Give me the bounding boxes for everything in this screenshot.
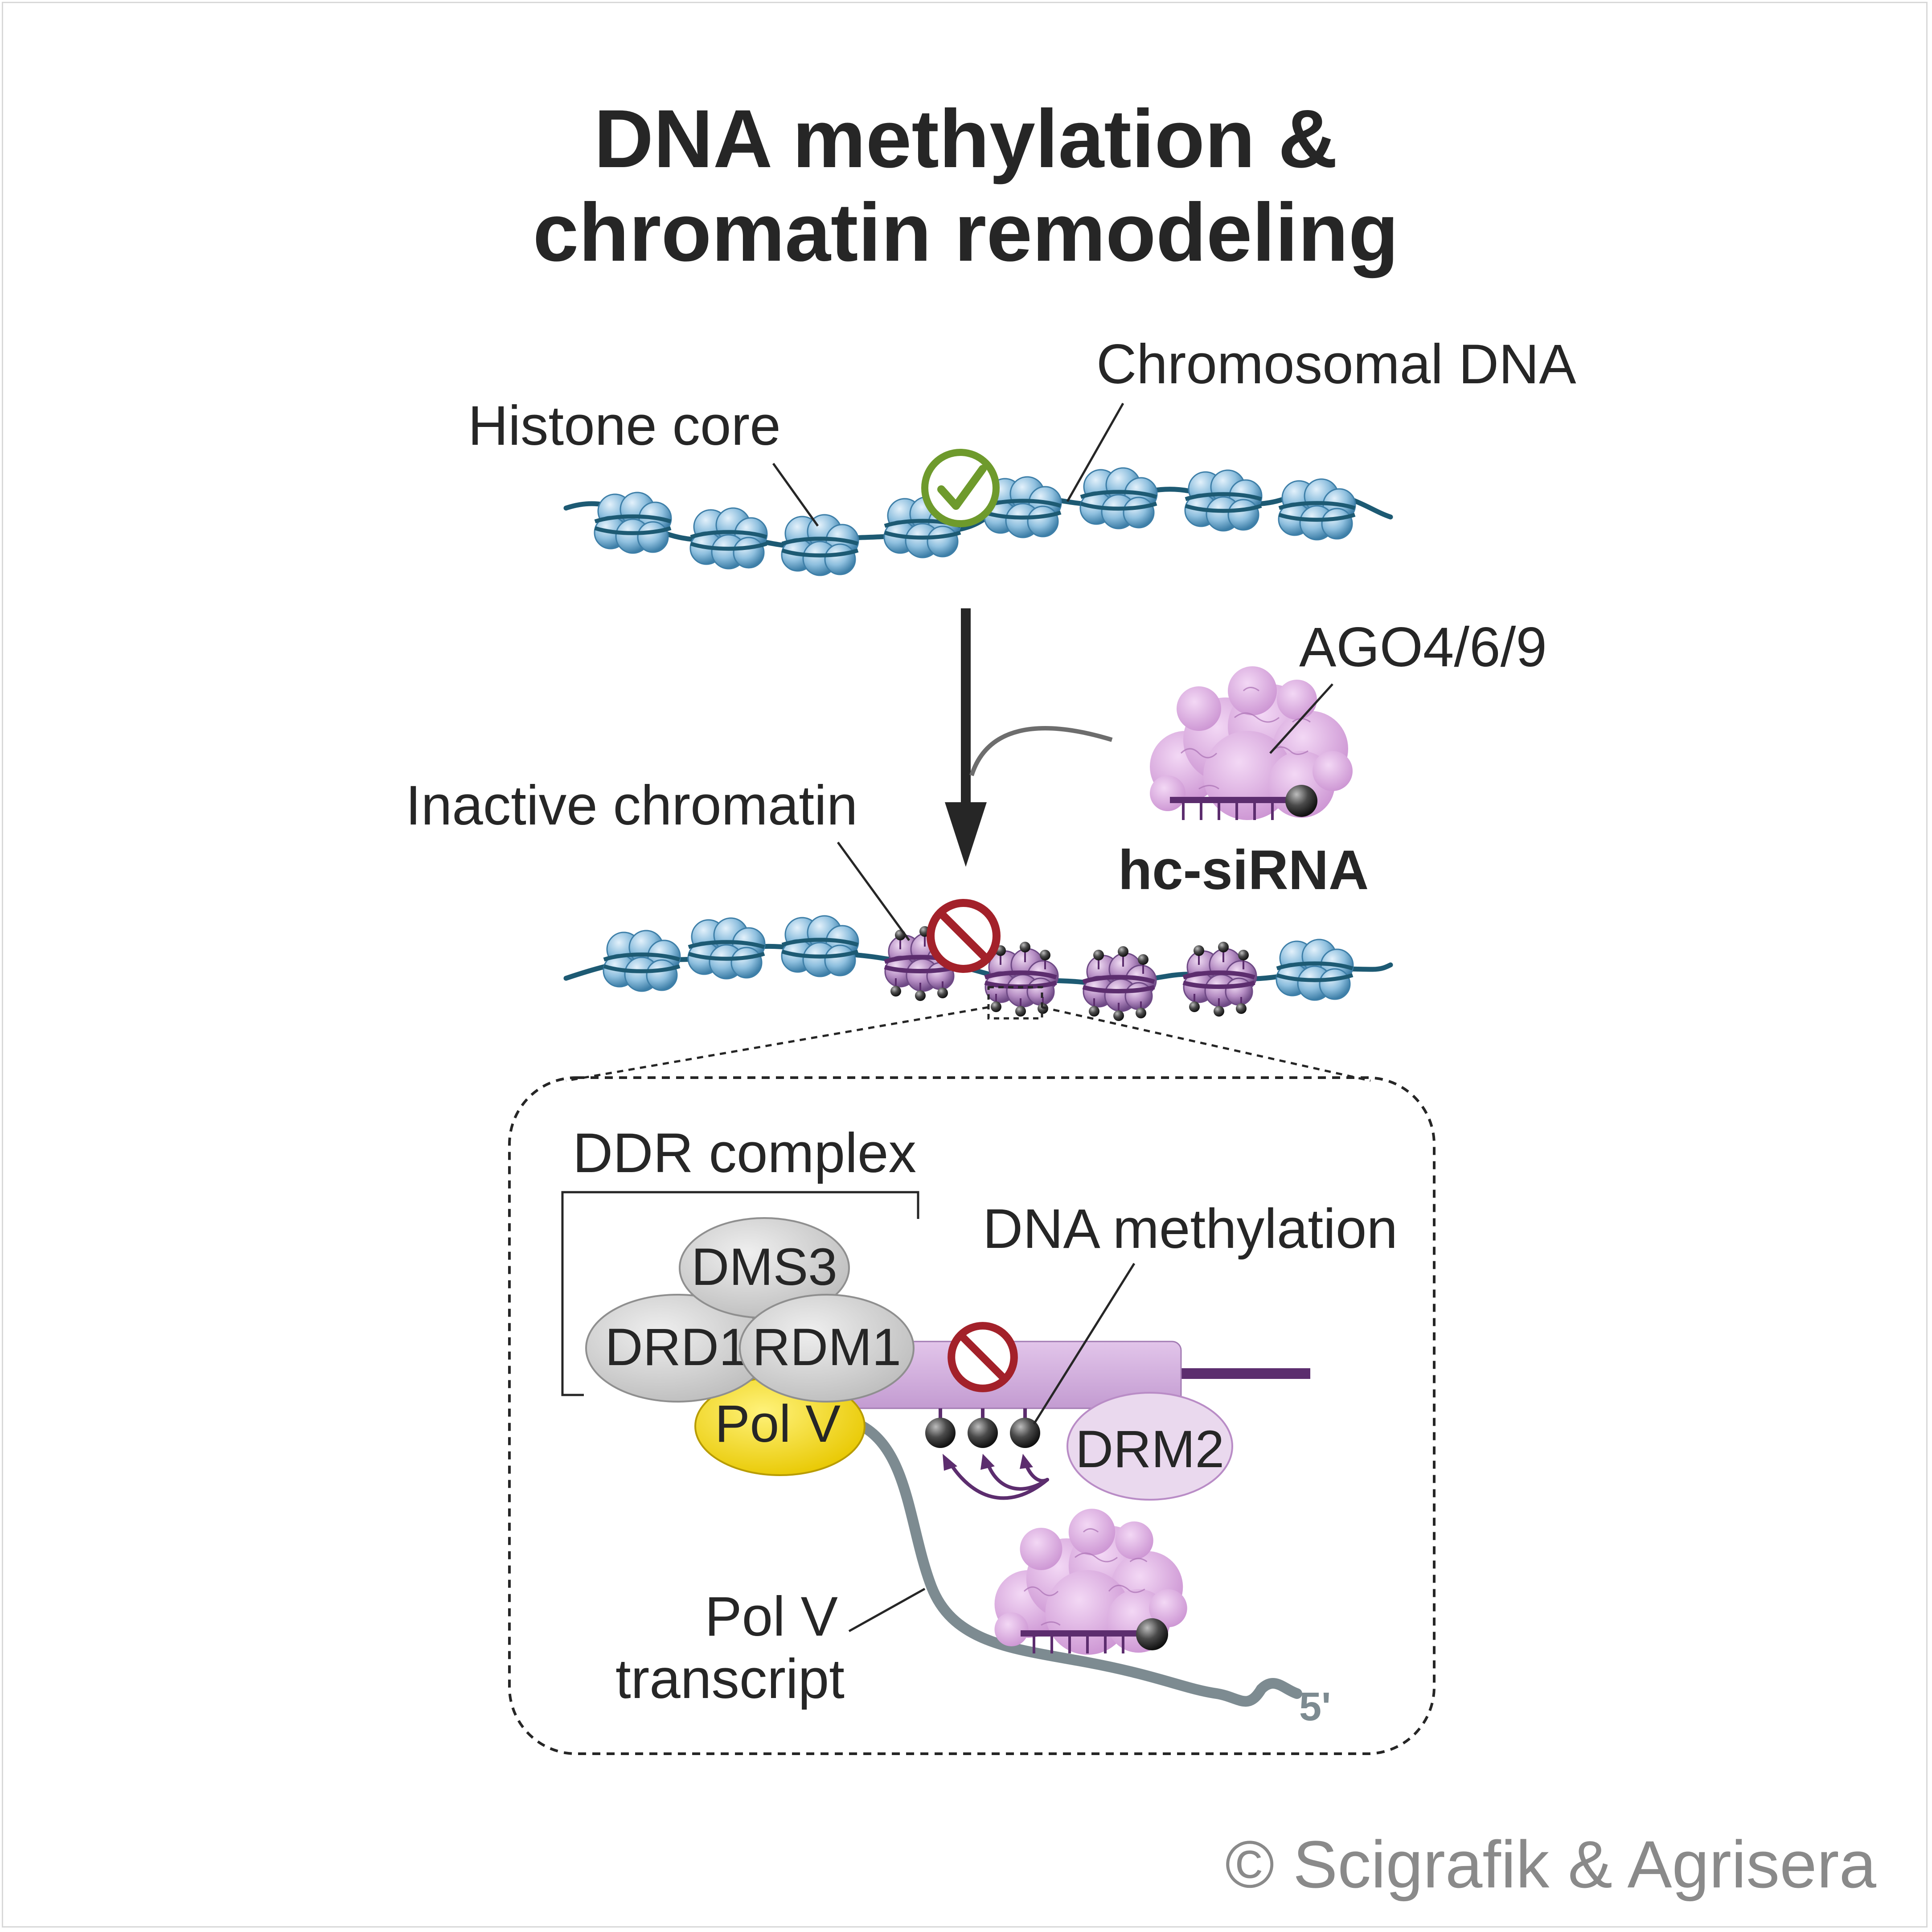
- zoom-line-right: [1042, 1006, 1371, 1082]
- ago-joining-line: [969, 726, 1113, 776]
- rdm1-protein: RDM1: [739, 1294, 915, 1403]
- nucleosome: [782, 916, 858, 976]
- nucleosome: [688, 918, 765, 979]
- dna-methylation-label: DNA methylation: [983, 1198, 1398, 1260]
- drm2-protein: DRM2: [1066, 1392, 1233, 1501]
- zoom-selection-box: [987, 986, 1043, 1020]
- methylated-nucleosome: [1183, 942, 1256, 1017]
- nucleosome: [782, 515, 858, 575]
- methylation-arrows: [948, 1460, 1049, 1500]
- nucleosome: [603, 931, 680, 991]
- ddr-complex-bracket: [561, 1191, 919, 1396]
- chromosomal-dna-label: Chromosomal DNA: [1096, 333, 1576, 395]
- rdm1-label: RDM1: [752, 1318, 901, 1377]
- histone-core-leader: [772, 463, 819, 527]
- ago-label: AGO4/6/9: [1299, 616, 1547, 678]
- chromosomal-dna-leader: [1066, 402, 1124, 502]
- dna-methylation-leader: [1033, 1263, 1136, 1425]
- prohibited-icon: [931, 903, 997, 969]
- methyl-group-icon: [925, 1408, 1040, 1448]
- ddr-complex-label: DDR complex: [573, 1122, 916, 1184]
- nucleosome: [595, 492, 671, 553]
- prohibited-icon: [952, 1326, 1014, 1389]
- title-line2: chromatin remodeling: [533, 187, 1399, 279]
- methylated-nucleosome: [1083, 946, 1156, 1021]
- title-line1: DNA methylation &: [594, 93, 1338, 185]
- active-chromatin-strand: [563, 468, 1393, 575]
- inactive-chromatin-strand: [563, 916, 1393, 1021]
- inactive-chromatin-label: Inactive chromatin: [406, 775, 857, 837]
- checkmark-icon: [921, 449, 1000, 527]
- pol-v-transcript-label-line2: transcript: [615, 1648, 845, 1710]
- pol-v-label: Pol V: [715, 1395, 841, 1453]
- dms3-label: DMS3: [691, 1238, 837, 1296]
- dms3-protein: DMS3: [679, 1217, 850, 1319]
- nucleosome: [1276, 939, 1353, 1000]
- hc-sirna-label: hc-siRNA: [1118, 839, 1369, 901]
- ago-leader: [1269, 683, 1333, 754]
- pol-v-transcript-label-line1: Pol V: [705, 1586, 838, 1648]
- histone-core-label: Histone core: [468, 395, 781, 457]
- copyright-credit: © Scigrafik & Agrisera: [1225, 1827, 1877, 1902]
- nucleosome: [1279, 479, 1355, 540]
- drm2-label: DRM2: [1075, 1420, 1224, 1479]
- zoom-inset-panel: [508, 1076, 1436, 1755]
- drd1-protein: DRD1: [585, 1294, 770, 1403]
- nucleosome: [1185, 470, 1262, 531]
- drd1-label: DRD1: [605, 1318, 748, 1377]
- nucleosome: [1080, 468, 1157, 529]
- five-prime-label: 5': [1299, 1685, 1331, 1729]
- pol-v-transcript-leader: [848, 1587, 926, 1633]
- down-arrow: [945, 608, 987, 867]
- zoom-line-left: [566, 1006, 989, 1082]
- nucleosome: [690, 508, 767, 569]
- inactive-chromatin-leader: [837, 841, 911, 941]
- methylation-arrowheads: [943, 1454, 1033, 1471]
- pol-v-transcript-strand: [857, 1421, 1302, 1707]
